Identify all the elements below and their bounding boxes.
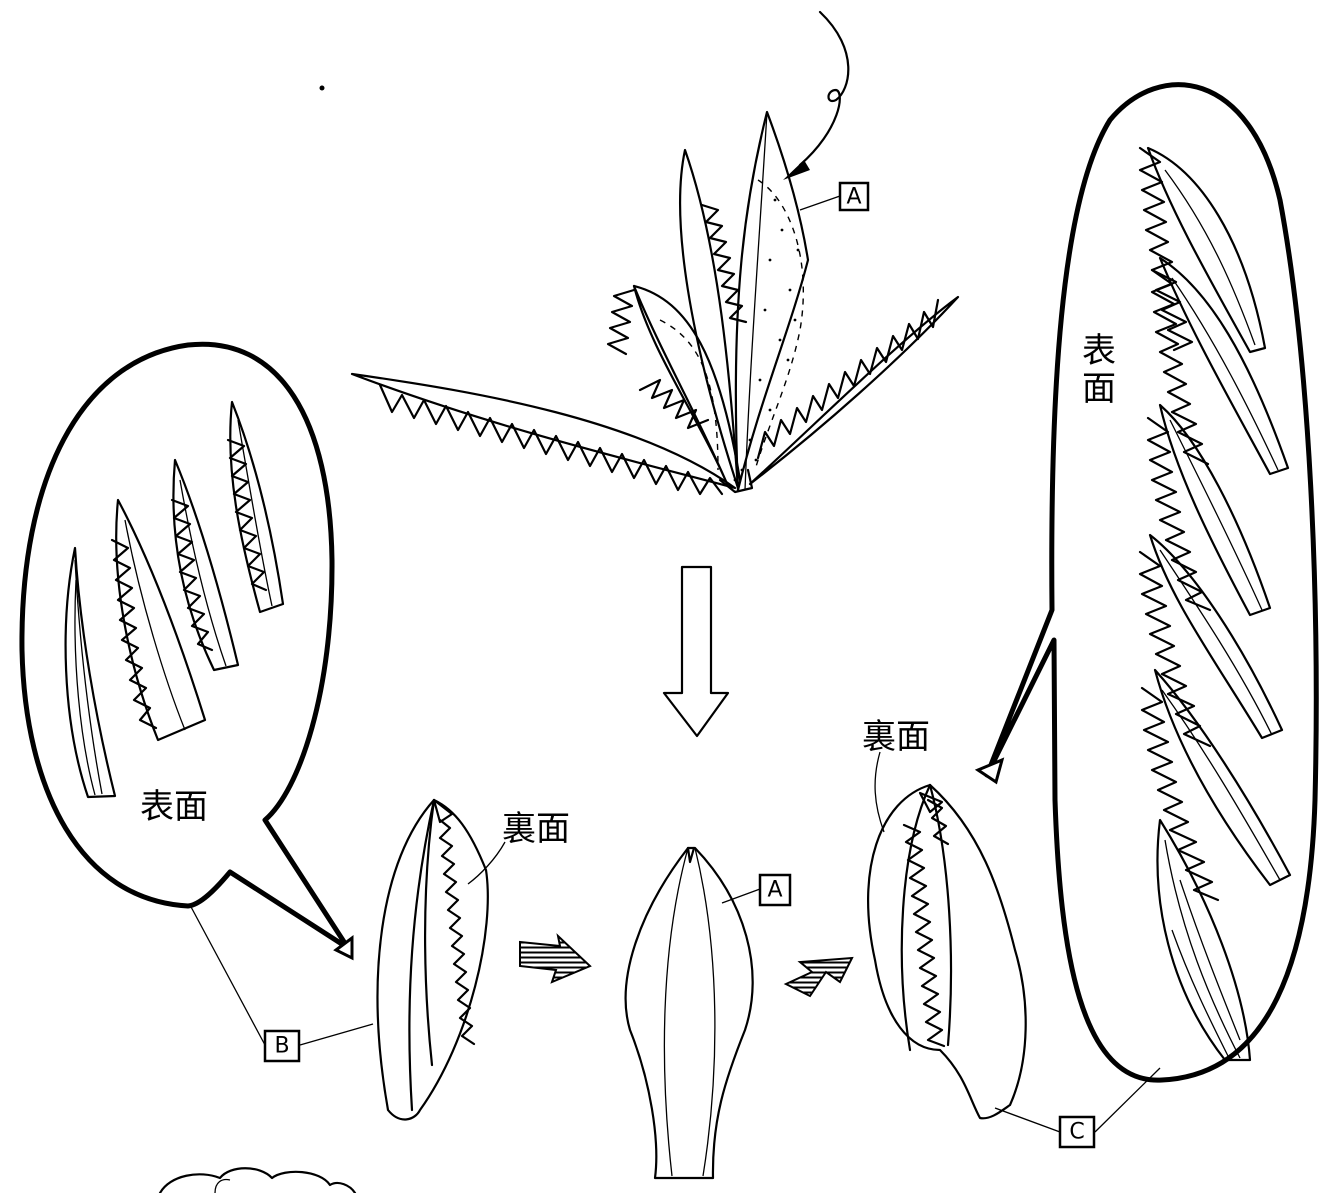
center-leaf-a: [626, 848, 753, 1178]
right-bubble-leaves: [1140, 148, 1290, 1060]
folded-leaf-b-teeth: [440, 820, 474, 1044]
right-bubble-surface-text-2: 面: [1082, 369, 1116, 409]
speck: [320, 86, 325, 91]
right-bubble-surface-text-1: 表: [1082, 331, 1116, 371]
left-bubble: 表面: [22, 344, 352, 958]
right-leaf-back-text: 裏面: [862, 717, 930, 757]
right-bubble: 表 面 表面: [978, 85, 1316, 1080]
svg-text:B: B: [274, 1034, 289, 1059]
svg-text:C: C: [1069, 1120, 1084, 1145]
svg-text:A: A: [767, 878, 782, 903]
center-leaf-teeth: [702, 205, 746, 322]
cloud-fragment: [160, 1168, 355, 1193]
svg-text:A: A: [846, 185, 861, 210]
label-a-top: A: [800, 183, 868, 210]
right-leaf-teeth: [758, 300, 938, 458]
folded-leaf-b: [378, 800, 488, 1119]
hatched-arrow-left: [520, 936, 590, 982]
down-arrow: [664, 567, 728, 736]
top-plant: [352, 112, 958, 494]
label-b: B: [190, 905, 373, 1061]
left-leaf-back-text: 裏面: [502, 809, 570, 849]
left-bubble-surface-text: 表面: [140, 787, 208, 827]
left-bubble-leaves: [66, 402, 283, 797]
folded-leaf-c-teeth: [904, 825, 944, 1046]
hatched-arrow-right: [786, 958, 852, 996]
folded-leaf-c: [868, 785, 1026, 1118]
thread-arrow: [783, 12, 848, 180]
